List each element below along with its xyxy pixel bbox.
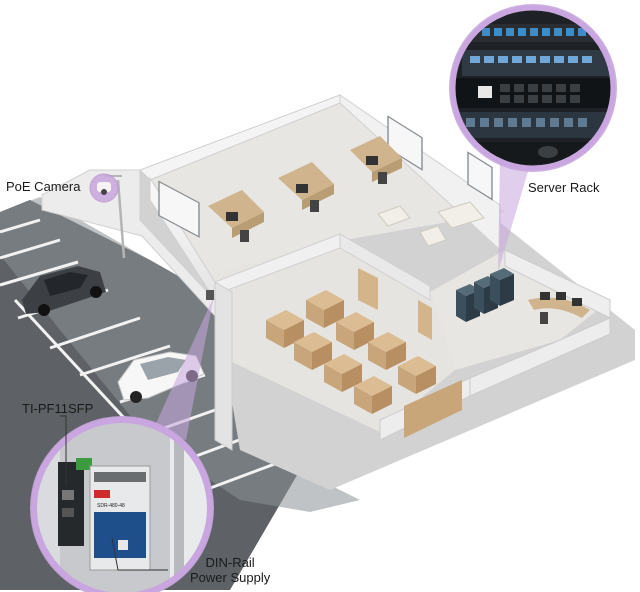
garage-door [404,380,462,438]
wall [339,233,431,301]
callout-beam [152,296,214,440]
wall [469,317,611,397]
switch-icon [58,458,92,546]
device-marker [206,290,214,300]
power-supply-label: DIN-Rail Power Supply [190,555,270,585]
poe-camera-label: PoE Camera [6,179,81,194]
cubicles [208,136,402,242]
power-supply-label-line1: DIN-Rail [205,555,255,570]
din-rail-callout: SDR-480-48 [30,416,214,592]
door [358,268,378,310]
sofas [377,201,485,247]
wall [214,281,233,451]
power-supply-label-line2: Power Supply [190,570,271,585]
power-supply-icon: SDR-480-48 [89,465,151,571]
server-rack-label: Server Rack [528,180,600,195]
windows [158,115,493,238]
psu-model-text: SDR-480-48 [97,503,125,509]
cargo-boxes [266,290,436,414]
door [418,300,432,340]
sfp-device-label: TI-PF11SFP [22,401,94,416]
leader-lines [60,415,168,571]
callout-beam [498,160,530,272]
camera-icon [89,173,119,203]
car-icon [22,266,106,316]
server-rack-icon [456,268,514,322]
control-desk [528,292,590,324]
server-rack-callout [449,4,617,172]
